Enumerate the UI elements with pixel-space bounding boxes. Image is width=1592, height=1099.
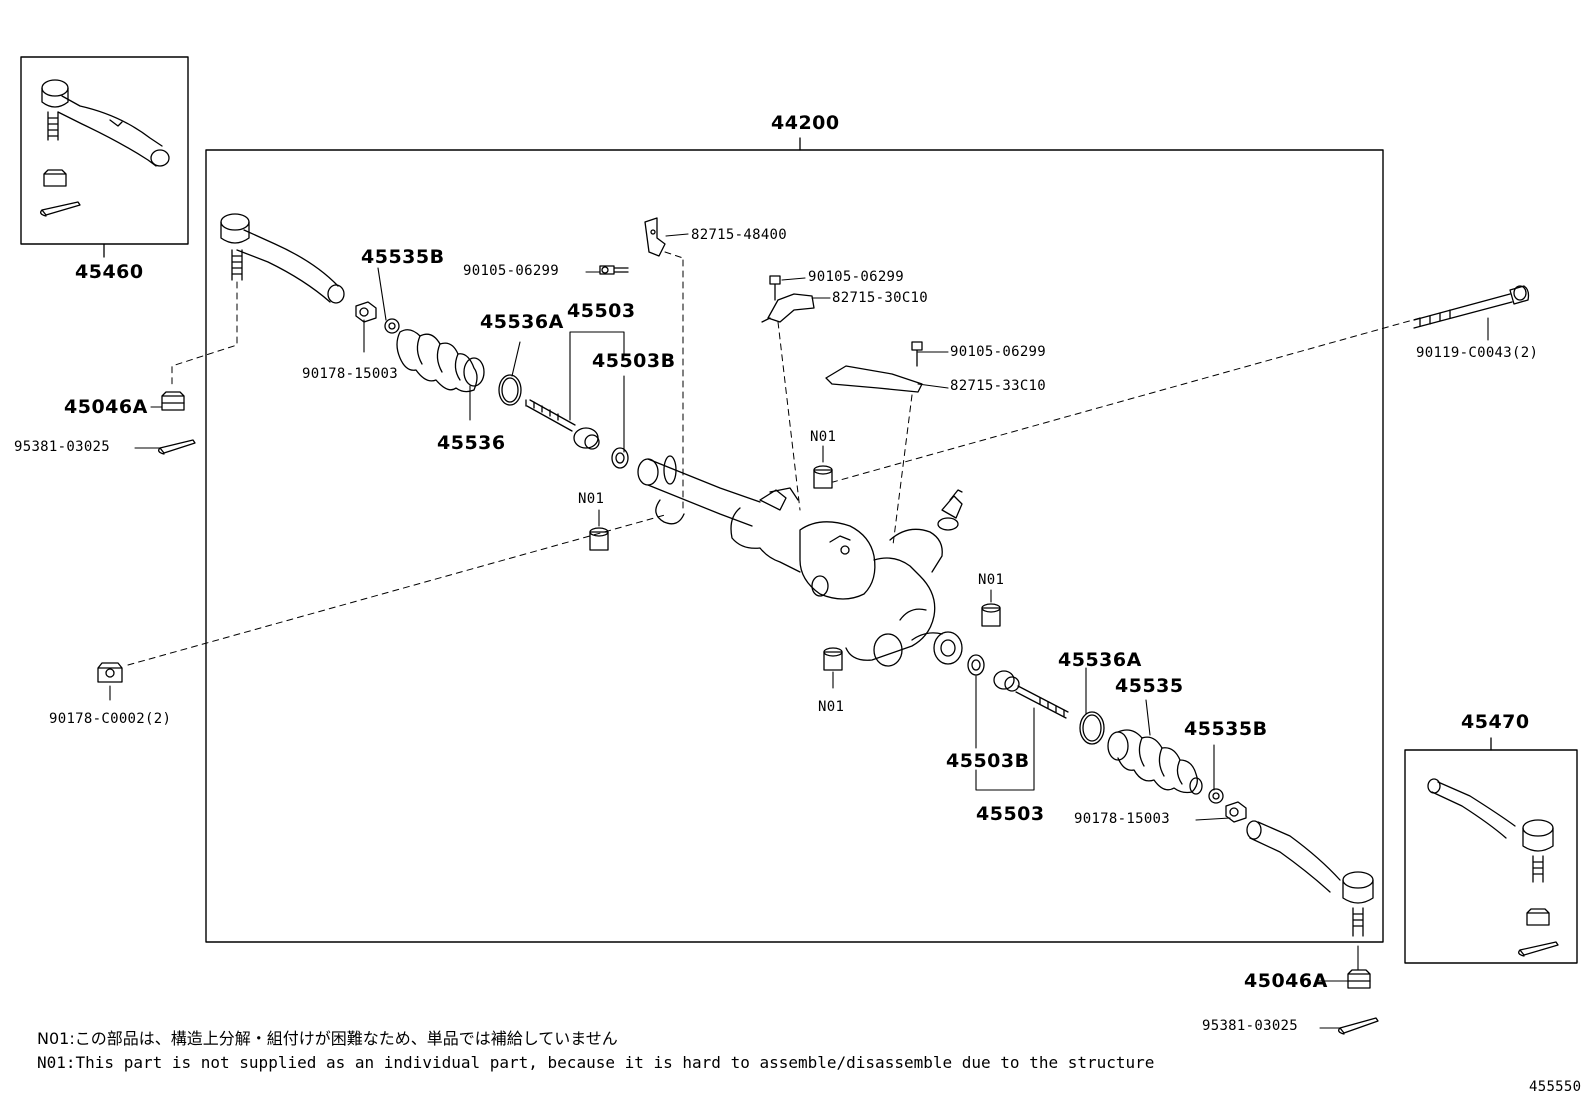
label-45536: 45536 bbox=[437, 432, 506, 454]
right-inset-frame bbox=[1404, 749, 1578, 964]
label-82715-48400: 82715-48400 bbox=[691, 227, 788, 243]
label-82715-33c10: 82715-33C10 bbox=[950, 378, 1047, 394]
nut-45046a-right bbox=[1347, 969, 1371, 989]
bolt-90105-06299-3 bbox=[911, 341, 923, 367]
tie-rod-end-right bbox=[1246, 820, 1374, 937]
label-45535b-right: 45535B bbox=[1184, 718, 1268, 740]
washer-45503b-right bbox=[967, 654, 985, 676]
clamp-45535b-right bbox=[1208, 788, 1224, 804]
cotter-pin-left bbox=[158, 439, 196, 455]
main-assembly-frame bbox=[205, 149, 1384, 943]
bushing-n01-d bbox=[823, 647, 843, 671]
label-45503-right: 45503 bbox=[976, 803, 1045, 825]
left-inset-number: 45460 bbox=[75, 261, 144, 283]
bracket-82715-48400 bbox=[644, 217, 666, 257]
left-inset-tie-rod-end bbox=[40, 79, 170, 217]
label-90119-c0043: 90119-C0043(2) bbox=[1416, 345, 1539, 361]
label-82715-30c10: 82715-30C10 bbox=[832, 290, 929, 306]
nut-90178-15003-right bbox=[1225, 801, 1247, 823]
steering-rack-housing bbox=[637, 455, 963, 667]
label-45536a-left: 45536A bbox=[480, 311, 564, 333]
cotter-pin-right bbox=[1338, 1017, 1379, 1035]
washer-45503b-left bbox=[611, 447, 629, 469]
bracket-82715-30c10 bbox=[761, 293, 815, 323]
bolt-90105-06299-2 bbox=[769, 275, 781, 301]
inner-tie-rod-right bbox=[993, 670, 1069, 719]
inner-tie-rod-left bbox=[525, 399, 600, 450]
boot-45535-right bbox=[1107, 729, 1203, 795]
label-95381-03025-right: 95381-03025 bbox=[1202, 1018, 1299, 1034]
mount-nut-90178-c0002 bbox=[97, 662, 123, 683]
figure-id: 455550 bbox=[1529, 1079, 1582, 1095]
label-45503-left: 45503 bbox=[567, 300, 636, 322]
right-inset-tie-rod-end bbox=[1427, 778, 1559, 957]
label-n01-b: N01 bbox=[578, 491, 605, 507]
label-n01-d: N01 bbox=[818, 699, 845, 715]
label-n01-c: N01 bbox=[978, 572, 1005, 588]
note-japanese: N01:この部品は、構造上分解・組付けが困難なため、単品では補給していません bbox=[37, 1029, 618, 1048]
label-90105-06299-2: 90105-06299 bbox=[808, 269, 905, 285]
bushing-n01-b bbox=[589, 527, 609, 551]
label-45046a-left: 45046A bbox=[64, 396, 148, 418]
tie-rod-end-left bbox=[220, 213, 345, 304]
bushing-n01-a bbox=[813, 465, 833, 489]
right-inset-number: 45470 bbox=[1461, 711, 1530, 733]
clamp-45535b-left bbox=[384, 318, 400, 334]
bracket-82715-33c10 bbox=[825, 365, 923, 393]
boot-45536-left bbox=[396, 329, 485, 393]
bushing-n01-c bbox=[981, 603, 1001, 627]
label-90178-15003-left: 90178-15003 bbox=[302, 366, 399, 382]
nut-45046a-left bbox=[161, 391, 185, 411]
label-45503b-right: 45503B bbox=[946, 750, 1030, 772]
note-english: N01:This part is not supplied as an indi… bbox=[37, 1053, 1155, 1072]
label-45535b-left: 45535B bbox=[361, 246, 445, 268]
bolt-90105-06299-1 bbox=[599, 265, 629, 275]
label-90178-c0002: 90178-C0002(2) bbox=[49, 711, 172, 727]
label-45046a-right: 45046A bbox=[1244, 970, 1328, 992]
bolt-90119-c0043 bbox=[1413, 285, 1530, 329]
label-95381-03025-left: 95381-03025 bbox=[14, 439, 111, 455]
label-n01-a: N01 bbox=[810, 429, 837, 445]
nut-90178-15003-left bbox=[355, 301, 377, 323]
label-90105-06299-3: 90105-06299 bbox=[950, 344, 1047, 360]
clip-45536a-right bbox=[1079, 711, 1105, 745]
label-45536a-right: 45536A bbox=[1058, 649, 1142, 671]
assembly-number: 44200 bbox=[771, 112, 840, 134]
label-45535: 45535 bbox=[1115, 675, 1184, 697]
label-90105-06299-1: 90105-06299 bbox=[463, 263, 560, 279]
clip-45536a-left bbox=[498, 374, 522, 406]
label-45503b-left: 45503B bbox=[592, 350, 676, 372]
label-90178-15003-right: 90178-15003 bbox=[1074, 811, 1171, 827]
